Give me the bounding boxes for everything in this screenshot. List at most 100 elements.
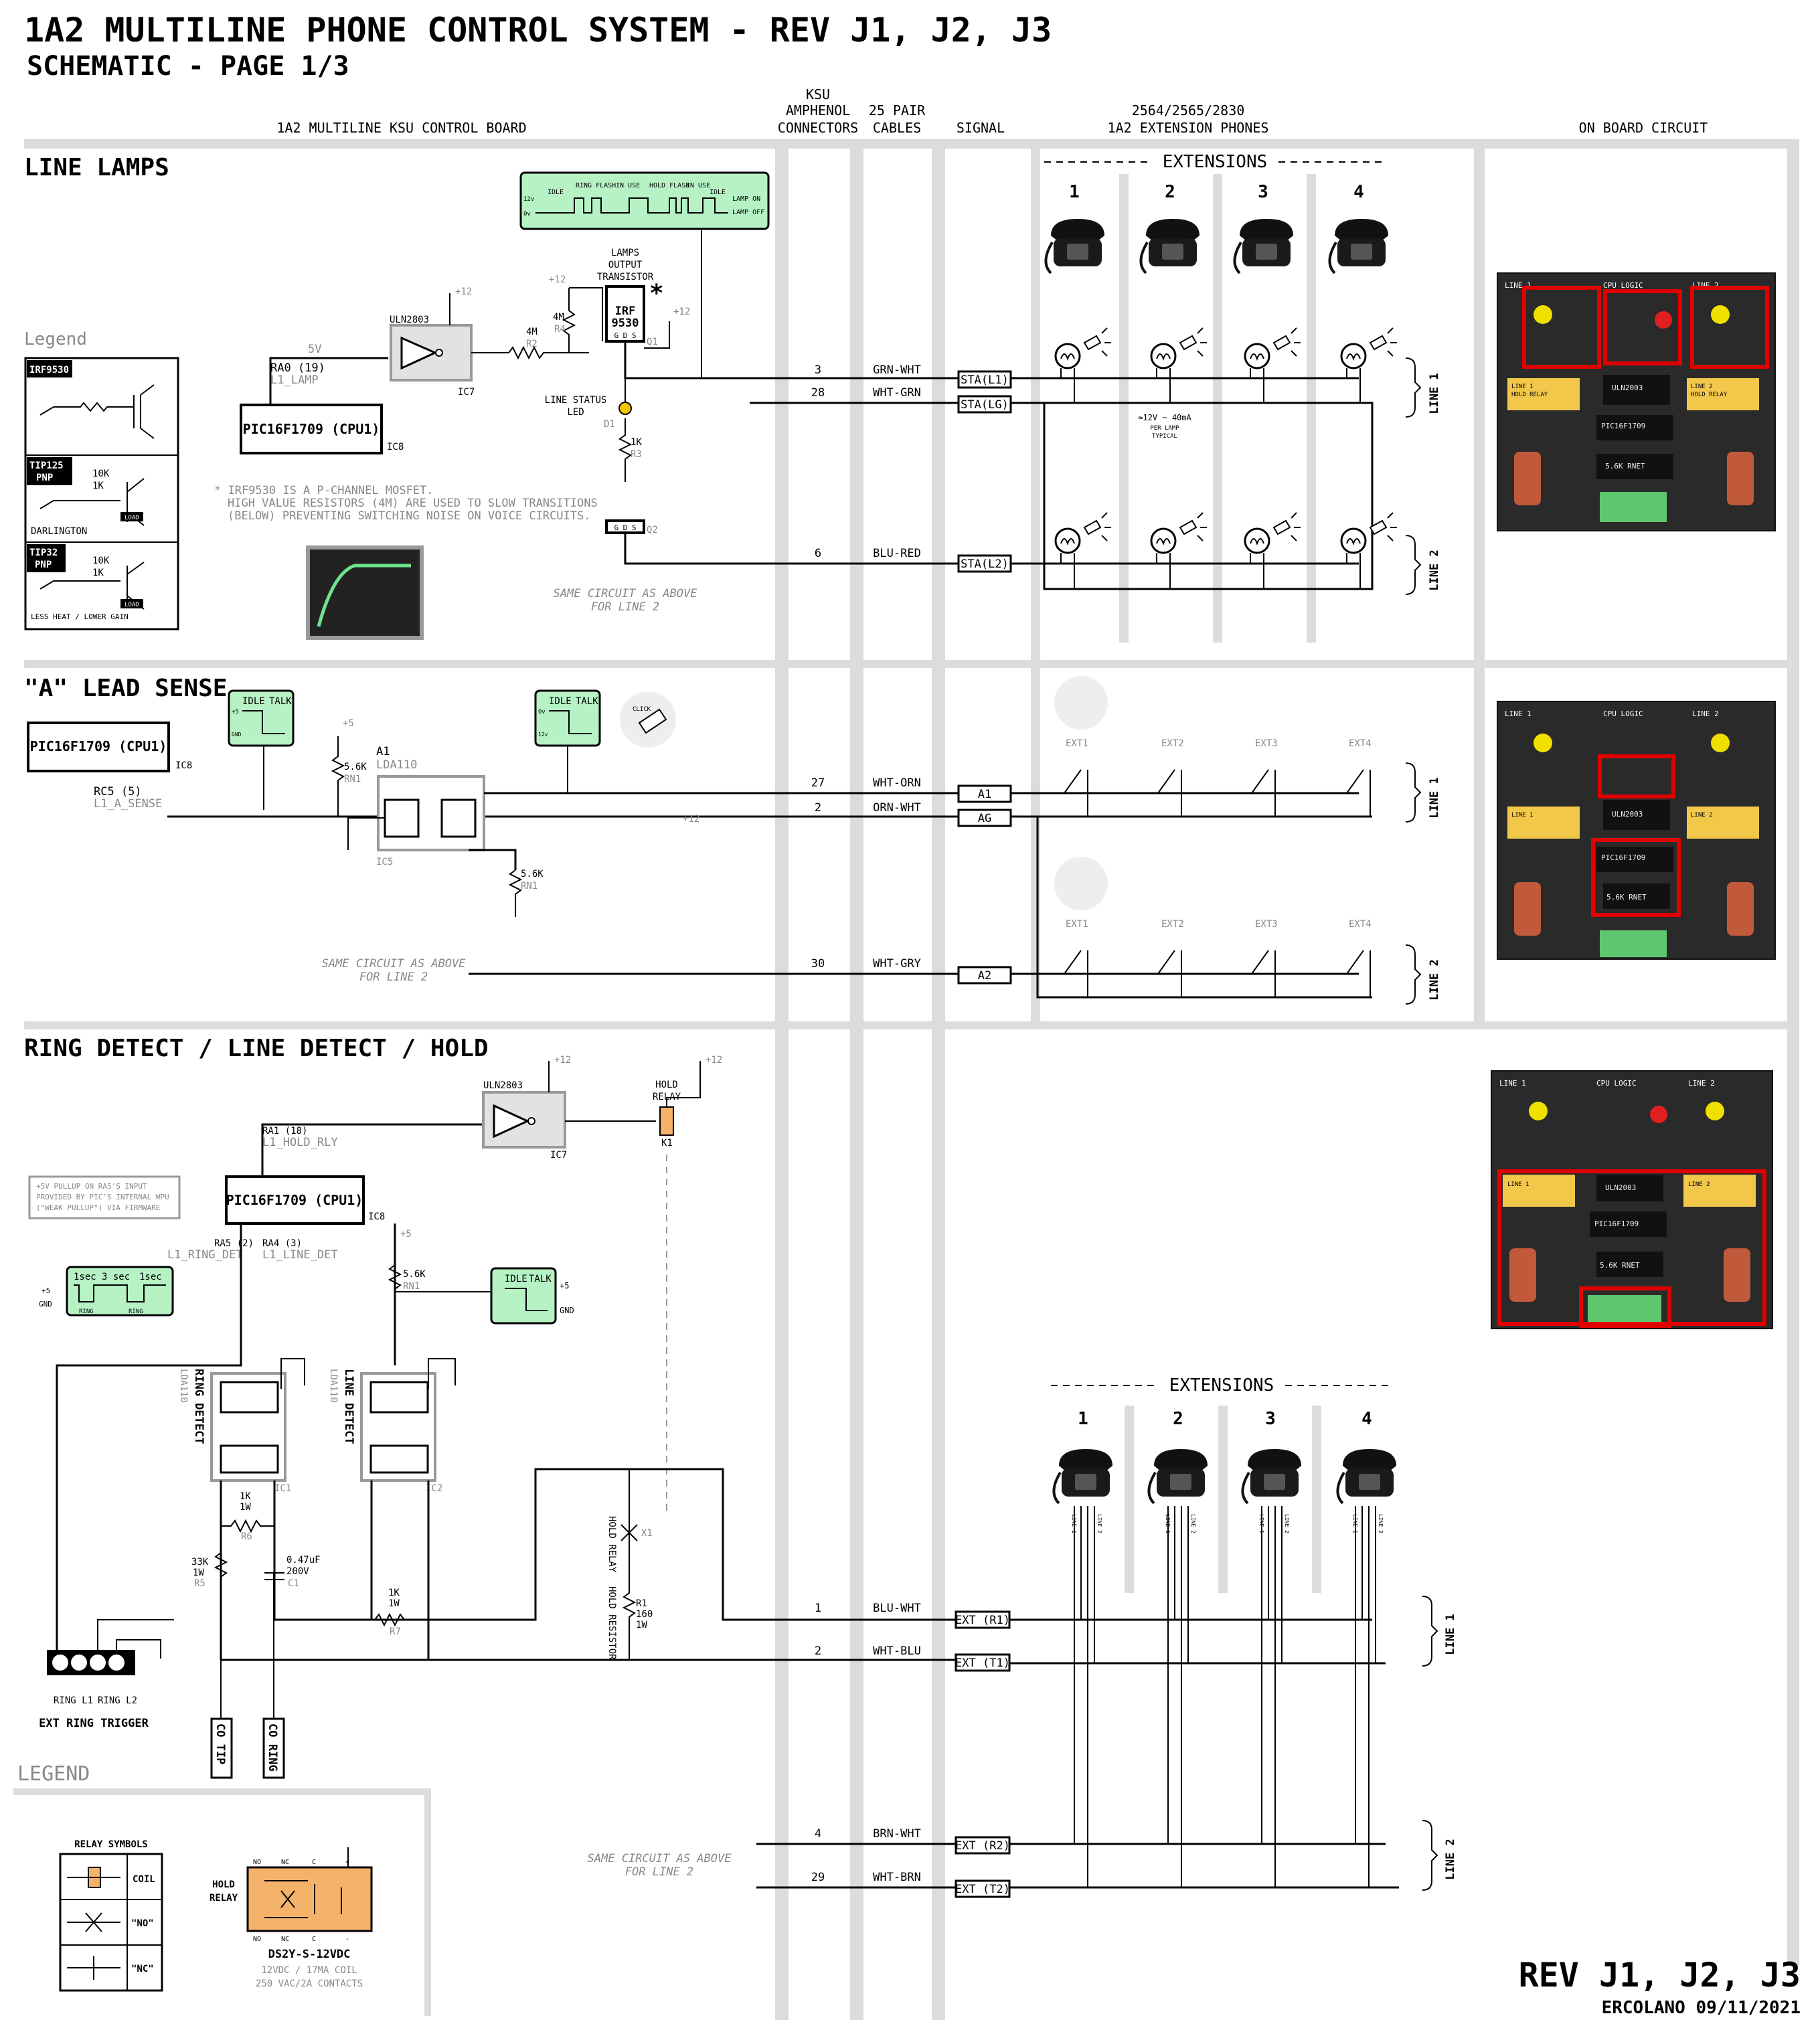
svg-text:4: 4 [815,1827,821,1841]
svg-text:FOR LINE 2: FOR LINE 2 [625,1865,693,1879]
svg-text:HOLD RELAY: HOLD RELAY [1511,392,1548,398]
svg-text:RN1: RN1 [403,1281,420,1292]
svg-text:C: C [312,1859,316,1866]
svg-text:LED: LED [567,407,584,418]
legend-box: IRF9530 TIP125 PNP 10K 1K LOAD DARLINGTO… [24,357,179,630]
svg-text:LINE 1: LINE 1 [1071,1514,1077,1533]
click-icon: CLICK [620,691,676,748]
svg-text:NO: NO [253,1936,261,1943]
col-signal: SIGNAL [957,120,1005,136]
svg-text:R7: R7 [390,1626,401,1637]
cpu-chip-ring: PIC16F1709 (CPU1) IC8 [225,1175,385,1225]
legend2-title: LEGEND [17,1762,90,1786]
svg-text:IC8: IC8 [387,442,404,452]
svg-text:+5: +5 [232,709,239,715]
svg-text:LINE DETECT: LINE DETECT [342,1369,355,1444]
svg-text:LINE 1: LINE 1 [1499,1079,1526,1088]
col-amphenol-3: CONNECTORS [778,120,858,136]
svg-text:1K: 1K [631,437,642,448]
relay-symbols-legend: RELAY SYMBOLS COIL "NO" "NC" [59,1839,163,1992]
svg-text:PIC16F1709: PIC16F1709 [1601,422,1645,430]
section-ring-detect: RING DETECT / LINE DETECT / HOLD [24,1035,489,1062]
svg-text:NO: NO [253,1859,261,1866]
svg-text:TIP125: TIP125 [29,460,64,471]
svg-text:LOAD: LOAD [125,602,139,608]
svg-text:5.6K: 5.6K [521,869,544,879]
cpu-chip-lamps: PIC16F1709 (CPU1) IC8 [240,404,404,454]
svg-text:TALK: TALK [529,1274,552,1284]
svg-text:TRANSISTOR: TRANSISTOR [597,272,654,282]
extension-line-taps: LINE 1 LINE 2 LINE 1 LINE 2 LINE 1 LINE … [1071,1506,1384,1887]
svg-text:5.6K RNET: 5.6K RNET [1605,462,1645,471]
svg-text:C: C [312,1936,316,1943]
svg-text:WHT-BLU: WHT-BLU [873,1644,921,1658]
svg-text:1sec: 1sec [74,1272,96,1282]
svg-text:9530: 9530 [612,317,639,330]
svg-text:5.6K: 5.6K [403,1269,426,1280]
svg-text:G D S: G D S [614,523,636,532]
uln2803-driver-ring: ULN2803 IC7 [482,1080,567,1161]
svg-text:L1_HOLD_RLY: L1_HOLD_RLY [262,1136,338,1149]
svg-text:+12: +12 [673,307,690,317]
svg-text:LINE 1: LINE 1 [1511,812,1534,819]
svg-text:1W: 1W [240,1502,251,1513]
svg-text:AG: AG [978,812,991,825]
svg-text:G D S: G D S [614,331,636,340]
svg-text:3: 3 [1265,1409,1276,1429]
svg-text:RA4 (3): RA4 (3) [262,1238,302,1249]
svg-text:ULN2803: ULN2803 [483,1080,523,1091]
svg-text:PROVIDED BY PIC'S INTERNAL WPU: PROVIDED BY PIC'S INTERNAL WPU [36,1193,169,1201]
lamp-timing-diagram: IDLE RING FLASH IN USE HOLD FLASH IN USE… [519,171,770,230]
svg-text:FOR LINE 2: FOR LINE 2 [591,600,659,614]
svg-text:LAMP OFF: LAMP OFF [732,209,764,216]
svg-text:2: 2 [1173,1409,1183,1429]
svg-text:10K: 10K [92,469,110,479]
col-phones-2: 1A2 EXTENSION PHONES [1108,120,1269,136]
svg-text:R6: R6 [241,1531,252,1542]
svg-text:* IRF9530 IS A P-CHANNEL MOSFE: * IRF9530 IS A P-CHANNEL MOSFET. [214,484,434,497]
svg-text:+12: +12 [706,1055,722,1066]
svg-text:IC5: IC5 [376,857,393,867]
svg-text:EXT3: EXT3 [1255,919,1278,930]
svg-text:LINE 1: LINE 1 [1507,1181,1529,1188]
svg-text:IC8: IC8 [175,760,192,771]
svg-text:EXT4: EXT4 [1349,738,1372,749]
phone-icon [1328,218,1390,274]
svg-text:LINE 1: LINE 1 [1444,1614,1457,1655]
svg-text:RING: RING [79,1309,94,1315]
legend-title: Legend [24,329,87,349]
svg-text:LINE 2: LINE 2 [1688,1181,1710,1188]
svg-text:IN USE: IN USE [616,182,640,189]
svg-text:WHT-GRY: WHT-GRY [873,957,921,970]
svg-text:LAMPS: LAMPS [611,248,639,258]
svg-text:IC7: IC7 [458,387,475,398]
svg-text:PIC16F1709: PIC16F1709 [1594,1219,1639,1228]
svg-text:+5: +5 [400,1229,412,1240]
svg-text:1K: 1K [240,1491,251,1502]
svg-text:NC: NC [281,1859,289,1866]
svg-text:CPU LOGIC: CPU LOGIC [1603,281,1643,290]
svg-text:IDLE: IDLE [710,189,726,196]
svg-text:BLU-RED: BLU-RED [873,547,921,560]
net-l1-lamp: L1_LAMP [270,373,319,387]
svg-text:1K: 1K [92,568,104,578]
svg-text:LINE 2: LINE 2 [1096,1514,1102,1533]
svg-text:≈12V ~ 40mA: ≈12V ~ 40mA [1138,413,1191,422]
ring-wave: 1sec 3 sec 1sec RING RING [66,1266,174,1317]
svg-text:0.47uF: 0.47uF [286,1555,321,1566]
svg-text:CLICK: CLICK [633,706,651,713]
svg-text:PIC16F1709 (CPU1): PIC16F1709 (CPU1) [243,421,380,437]
svg-text:3: 3 [815,363,821,377]
svg-text:250 VAC/2A CONTACTS: 250 VAC/2A CONTACTS [256,1978,363,1989]
svg-text:LINE 2: LINE 2 [1428,959,1441,1000]
svg-text:LINE STATUS: LINE STATUS [545,395,607,406]
svg-text:TIP32: TIP32 [29,547,58,558]
svg-text:12v: 12v [523,196,534,203]
svg-text:EXT (R2): EXT (R2) [955,1839,1010,1853]
svg-text:2: 2 [815,1644,821,1658]
svg-text:2: 2 [815,801,821,815]
svg-text:HOLD RELAY: HOLD RELAY [606,1516,617,1573]
svg-text:1K: 1K [388,1588,400,1598]
co-tip-label: CO TIP [210,1717,233,1779]
svg-text:STA(L2): STA(L2) [961,558,1009,571]
